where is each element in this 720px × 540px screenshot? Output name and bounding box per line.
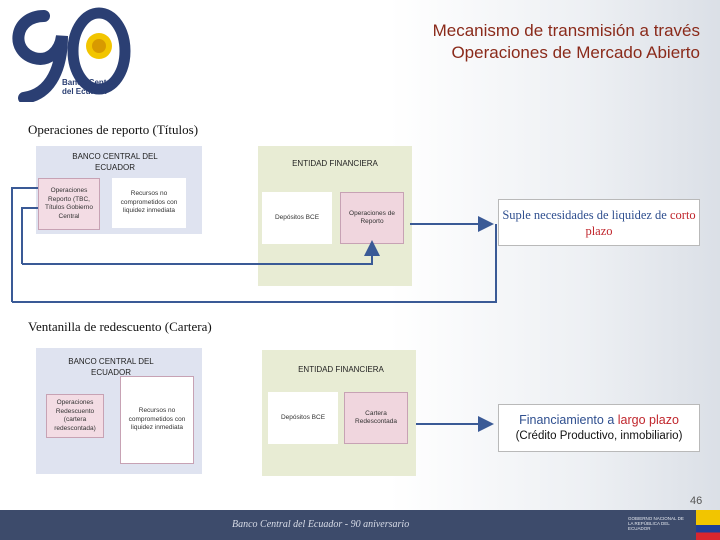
- section-redescuento-heading: Ventanilla de redescuento (Cartera): [28, 319, 212, 334]
- entidad-title-1: ENTIDAD FINANCIERA: [292, 159, 378, 168]
- callout-largo-plazo: Financiamiento a largo plazo (Crédito Pr…: [498, 404, 700, 452]
- cartera-redescontada-box: Cartera Redescontada: [344, 392, 408, 444]
- logo-caption: Banco Central del Ecuador: [62, 78, 116, 96]
- callout2-line2: (Crédito Productivo, inmobiliario): [515, 430, 683, 442]
- callout1-emphasis: corto plazo: [585, 208, 696, 238]
- bce-title-2: BANCO CENTRAL DEL ECUADOR: [68, 357, 154, 377]
- operaciones-de-reporto-box: Operaciones de Reporto: [340, 192, 404, 244]
- callout2-emphasis: largo plazo: [617, 413, 679, 427]
- callout1-text: Suple necesidades de liquidez de: [502, 208, 670, 222]
- callout2-text: Financiamiento a: [519, 413, 618, 427]
- operaciones-redescuento-box: Operaciones Redescuento (cartera redesco…: [46, 394, 104, 438]
- page-number: 46: [690, 495, 703, 507]
- footer-bar: [0, 510, 720, 540]
- footer-text: Banco Central del Ecuador - 90 aniversar…: [232, 519, 410, 530]
- depositos-box-1: Depósitos BCE: [262, 192, 332, 244]
- title-line-1: Mecanismo de transmisión a través: [432, 21, 700, 40]
- callout-corto-plazo: Suple necesidades de liquidez de corto p…: [498, 199, 700, 246]
- recursos-box-1: Recursos no comprometidos con liquidez i…: [112, 178, 186, 228]
- entidad-title-2: ENTIDAD FINANCIERA: [298, 365, 384, 374]
- logo-line-1: Banco Central: [62, 78, 117, 87]
- recursos-box-2: Recursos no comprometidos con liquidez i…: [120, 376, 194, 464]
- logo-line-2: del Ecuador: [62, 87, 108, 96]
- bce-90-logo: [12, 7, 131, 102]
- bce-title-1: BANCO CENTRAL DEL ECUADOR: [72, 152, 158, 172]
- title-line-2: Operaciones de Mercado Abierto: [451, 43, 700, 62]
- government-logo-text: GOBIERNO NACIONAL DE LA REPÚBLICA DEL EC…: [628, 516, 684, 531]
- ecuador-flag: [696, 510, 720, 540]
- operaciones-reporto-box: Operaciones Reporto (TBC, Títulos Gobier…: [38, 178, 100, 230]
- callout2-line1: Financiamiento a largo plazo: [499, 412, 699, 428]
- page-title: Mecanismo de transmisión a través Operac…: [433, 20, 700, 64]
- depositos-box-2: Depósitos BCE: [268, 392, 338, 444]
- section-reporto-heading: Operaciones de reporto (Títulos): [28, 122, 199, 137]
